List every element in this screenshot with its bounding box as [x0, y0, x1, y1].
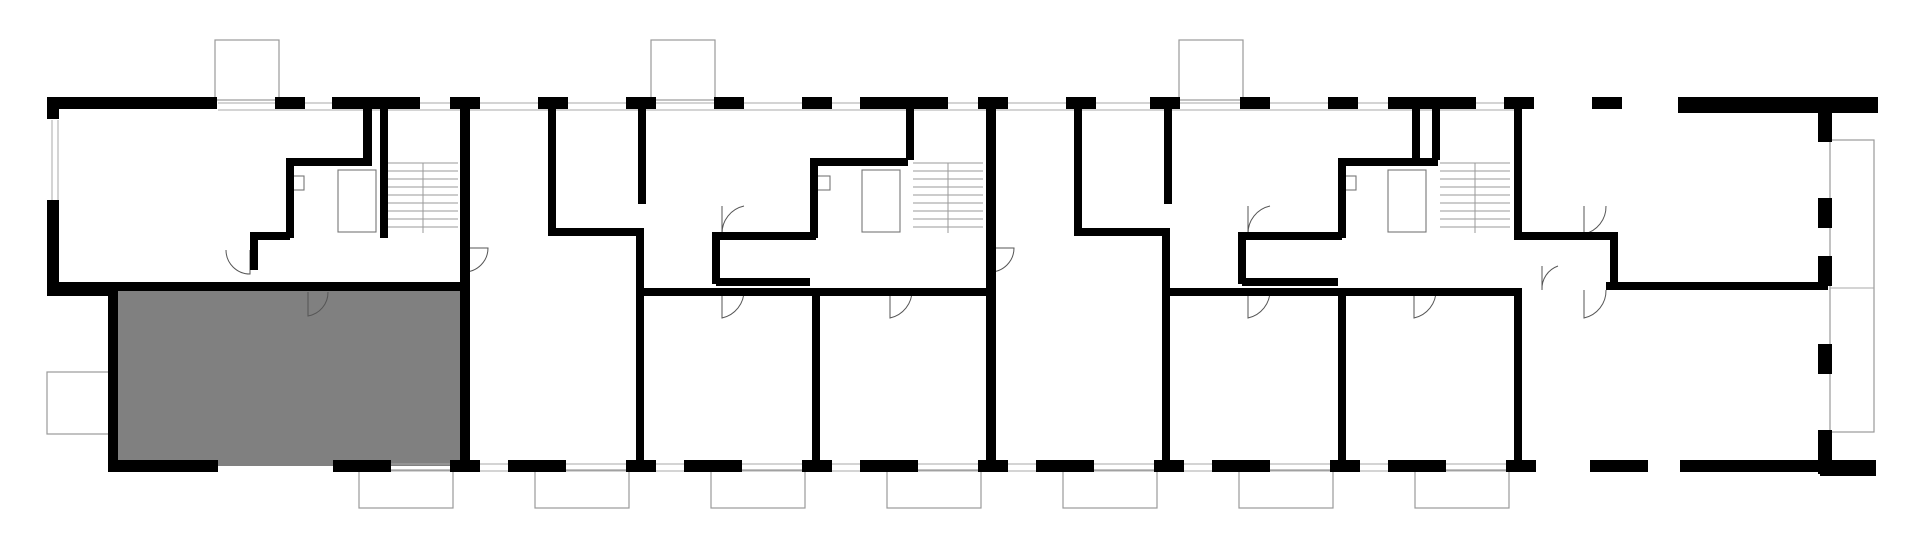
balcony — [46, 371, 116, 435]
bathtub — [1387, 169, 1427, 233]
stairwell — [388, 162, 458, 233]
stairwells — [388, 162, 1510, 233]
balcony — [1062, 469, 1158, 509]
balcony — [886, 469, 982, 509]
door — [1583, 289, 1607, 319]
balcony — [214, 39, 280, 101]
walls — [47, 97, 1878, 476]
door — [225, 249, 251, 275]
toilet — [815, 175, 831, 191]
balcony — [710, 469, 806, 509]
balcony — [1829, 139, 1875, 433]
balcony — [1238, 469, 1334, 509]
highlighted-apartment — [118, 291, 462, 466]
balcony — [1178, 39, 1244, 101]
door — [307, 291, 329, 317]
door — [721, 205, 745, 235]
door — [1583, 205, 1607, 235]
balcony — [534, 469, 630, 509]
bathroom-fixtures — [289, 169, 1427, 233]
balcony — [358, 469, 454, 509]
door — [1247, 205, 1271, 235]
bathtub — [337, 169, 377, 233]
balcony — [650, 39, 716, 101]
stairwell — [913, 162, 983, 233]
door — [1541, 265, 1559, 291]
bathtub — [861, 169, 901, 233]
stairwell — [1440, 162, 1510, 233]
balcony — [1414, 469, 1510, 509]
